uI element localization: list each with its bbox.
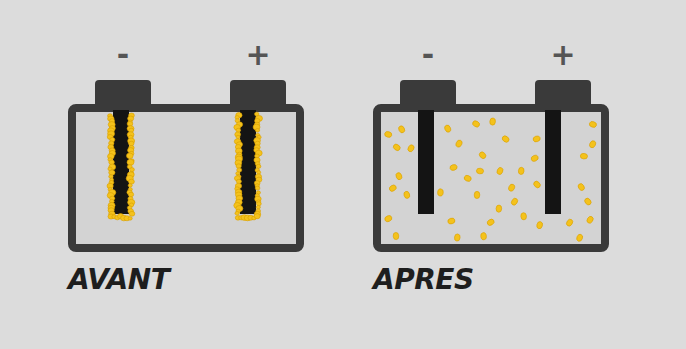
terminal-sign: + bbox=[550, 40, 575, 70]
positive-plate bbox=[545, 110, 561, 214]
dissolved-crystals bbox=[384, 118, 597, 243]
state-label: APRES bbox=[373, 266, 474, 294]
negative-plate bbox=[418, 110, 434, 214]
battery-case bbox=[72, 108, 300, 248]
battery-case bbox=[377, 108, 605, 248]
terminal-sign: - bbox=[117, 40, 129, 70]
negative-plate bbox=[113, 110, 129, 214]
sulfate-crust bbox=[107, 112, 262, 221]
battery-after bbox=[377, 80, 605, 248]
state-label: AVANT bbox=[68, 266, 169, 294]
battery-before bbox=[72, 80, 300, 248]
terminal-sign: + bbox=[245, 40, 270, 70]
terminal-sign: - bbox=[422, 40, 434, 70]
